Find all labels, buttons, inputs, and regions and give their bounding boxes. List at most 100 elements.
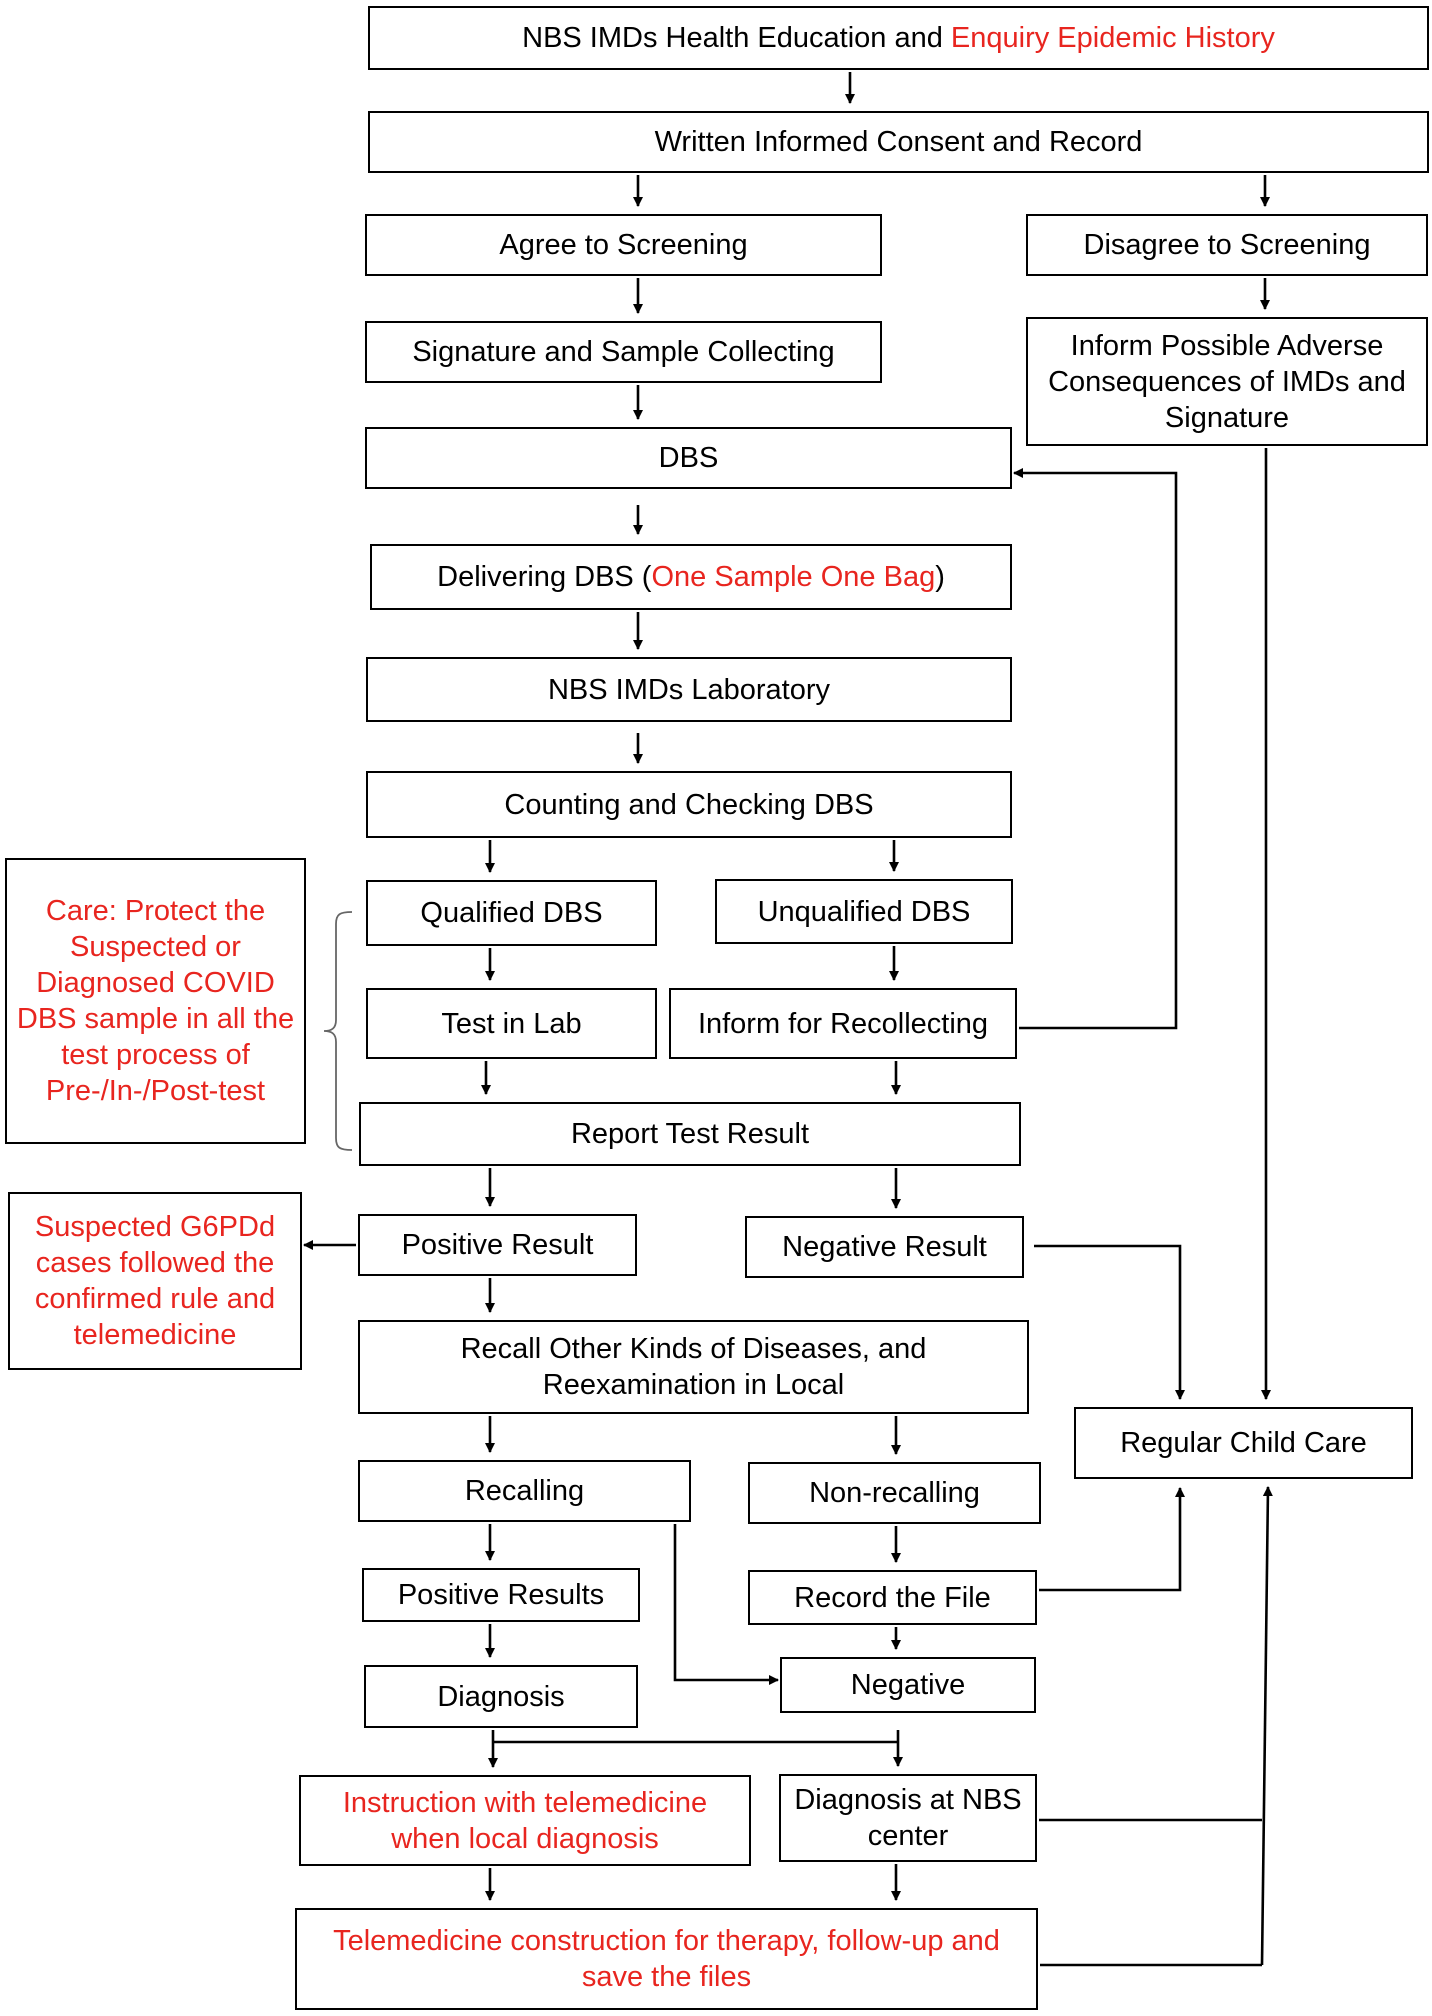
node-label-part: Diagnosis at NBS center — [794, 1784, 1022, 1852]
node-label: Disagree to Screening — [1084, 227, 1371, 263]
node-label-part: Written Informed Consent and Record — [654, 126, 1143, 158]
node-label-part: Positive Results — [397, 1579, 605, 1611]
node-label-part: Negative — [850, 1669, 966, 1701]
node-label: NBS IMDs Health Education and Enquiry Ep… — [522, 20, 1275, 56]
node-label-part: Inform Possible Adverse Consequences of … — [1048, 329, 1406, 434]
node-positive-result: Positive Result — [358, 1214, 637, 1276]
node-report-test-result: Report Test Result — [359, 1102, 1021, 1166]
node-label-part: Disagree to Screening — [1083, 229, 1371, 261]
node-counting-checking: Counting and Checking DBS — [366, 771, 1012, 838]
node-label: NBS IMDs Laboratory — [548, 672, 830, 708]
node-label: Non-recalling — [809, 1475, 980, 1511]
node-label: Diagnosis — [437, 1679, 564, 1715]
node-label-part: Enquiry Epidemic History — [950, 22, 1275, 54]
node-inform-adverse: Inform Possible Adverse Consequences of … — [1026, 317, 1428, 446]
node-care-covid-note: Care: Protect the Suspected or Diagnosed… — [5, 858, 306, 1144]
node-label: Recall Other Kinds of Diseases, and Reex… — [366, 1331, 1021, 1403]
node-dbs: DBS — [365, 427, 1012, 489]
node-label-part: Record the File — [794, 1581, 991, 1614]
node-label: Telemedicine construction for therapy, f… — [303, 1923, 1030, 1995]
node-label-part: NBS IMDs Health Education and — [522, 22, 951, 54]
node-label-part: Delivering DBS ( — [437, 561, 652, 593]
node-label: Inform for Recollecting — [698, 1006, 988, 1042]
node-label-part: Negative Result — [782, 1231, 987, 1263]
node-g6pdd-note: Suspected G6PDd cases followed the confi… — [8, 1192, 302, 1370]
node-label-part: Non-recalling — [809, 1477, 980, 1509]
node-label: Qualified DBS — [420, 895, 602, 931]
node-label: Negative Result — [782, 1229, 987, 1265]
node-label: Care: Protect the Suspected or Diagnosed… — [13, 893, 298, 1109]
node-negative: Negative — [780, 1657, 1036, 1713]
group-brace — [323, 911, 353, 1151]
node-label: Negative — [851, 1667, 965, 1703]
node-label: Report Test Result — [571, 1116, 809, 1152]
node-label: Positive Results — [398, 1577, 604, 1613]
node-label: Suspected G6PDd cases followed the confi… — [16, 1209, 294, 1353]
node-written-consent: Written Informed Consent and Record — [368, 111, 1429, 173]
connector-20 — [1034, 1244, 1185, 1400]
node-label-part: Signature and Sample Collecting — [412, 336, 835, 368]
node-label-part: Instruction with telemedicine when local… — [342, 1786, 708, 1855]
node-telemedicine-construction: Telemedicine construction for therapy, f… — [295, 1908, 1038, 2010]
node-non-recalling: Non-recalling — [748, 1462, 1041, 1524]
node-label-part: Suspected G6PDd cases followed the confi… — [34, 1211, 276, 1351]
node-label: Diagnosis at NBS center — [787, 1782, 1029, 1854]
node-label-part: Recall Other Kinds of Diseases, and Reex… — [460, 1333, 927, 1401]
node-negative-result: Negative Result — [745, 1216, 1024, 1278]
node-test-in-lab: Test in Lab — [366, 988, 657, 1059]
node-label-part: Counting and Checking DBS — [504, 788, 874, 821]
node-label: Counting and Checking DBS — [504, 787, 873, 823]
node-recalling: Recalling — [358, 1460, 691, 1522]
node-label: Record the File — [794, 1580, 991, 1616]
node-label: Regular Child Care — [1120, 1425, 1367, 1461]
connector-26 — [673, 1524, 779, 1685]
node-health-education: NBS IMDs Health Education and Enquiry Ep… — [368, 6, 1429, 70]
node-positive-results: Positive Results — [362, 1568, 640, 1622]
node-delivering-dbs: Delivering DBS (One Sample One Bag) — [370, 544, 1012, 610]
node-label-part: ) — [935, 561, 945, 593]
node-label: Test in Lab — [441, 1006, 581, 1042]
node-label-part: Regular Child Care — [1120, 1427, 1367, 1459]
node-label: Signature and Sample Collecting — [412, 334, 834, 370]
node-label-part: Inform for Recollecting — [697, 1007, 989, 1040]
node-label: Positive Result — [402, 1227, 594, 1263]
node-label: Agree to Screening — [499, 227, 747, 263]
node-unqualified-dbs: Unqualified DBS — [715, 879, 1013, 944]
connector-29 — [1039, 1487, 1185, 1592]
node-label-part: Test in Lab — [441, 1007, 582, 1040]
node-telemedicine-instruction: Instruction with telemedicine when local… — [299, 1775, 751, 1866]
node-inform-recollecting: Inform for Recollecting — [669, 988, 1017, 1059]
node-label-part: Agree to Screening — [499, 229, 748, 261]
node-label-part: Unqualified DBS — [757, 895, 971, 928]
node-label-part: Telemedicine construction for therapy, f… — [333, 1925, 1000, 1993]
node-label: Instruction with telemedicine when local… — [307, 1785, 743, 1857]
node-label-part: DBS — [658, 442, 719, 474]
node-nbs-laboratory: NBS IMDs Laboratory — [366, 657, 1012, 722]
node-label: Written Informed Consent and Record — [655, 124, 1143, 160]
node-qualified-dbs: Qualified DBS — [366, 880, 657, 946]
node-label-part: Qualified DBS — [420, 897, 603, 929]
node-recall-other-diseases: Recall Other Kinds of Diseases, and Reex… — [358, 1320, 1029, 1414]
node-label: DBS — [659, 440, 719, 476]
node-agree-screening: Agree to Screening — [365, 214, 882, 276]
node-diagnosis: Diagnosis — [364, 1665, 638, 1728]
node-label-part: Care: Protect the Suspected or Diagnosed… — [16, 895, 295, 1107]
node-label-part: Diagnosis — [437, 1680, 565, 1713]
node-regular-child-care: Regular Child Care — [1074, 1407, 1413, 1479]
node-record-file: Record the File — [748, 1570, 1037, 1625]
node-label-part: Report Test Result — [570, 1118, 810, 1150]
connector-35 — [1260, 1486, 1273, 1966]
node-label-part: One Sample One Bag — [651, 561, 936, 593]
node-label-part: Recalling — [464, 1475, 585, 1507]
node-diagnosis-nbs-center: Diagnosis at NBS center — [779, 1774, 1037, 1862]
node-disagree-screening: Disagree to Screening — [1026, 214, 1428, 276]
connector-14 — [1013, 468, 1178, 1030]
node-label: Recalling — [465, 1473, 584, 1509]
node-label: Unqualified DBS — [758, 894, 971, 930]
node-label-part: Positive Result — [401, 1229, 594, 1261]
node-signature-sample: Signature and Sample Collecting — [365, 321, 882, 383]
node-label: Inform Possible Adverse Consequences of … — [1034, 328, 1420, 436]
node-label: Delivering DBS (One Sample One Bag) — [437, 559, 945, 595]
